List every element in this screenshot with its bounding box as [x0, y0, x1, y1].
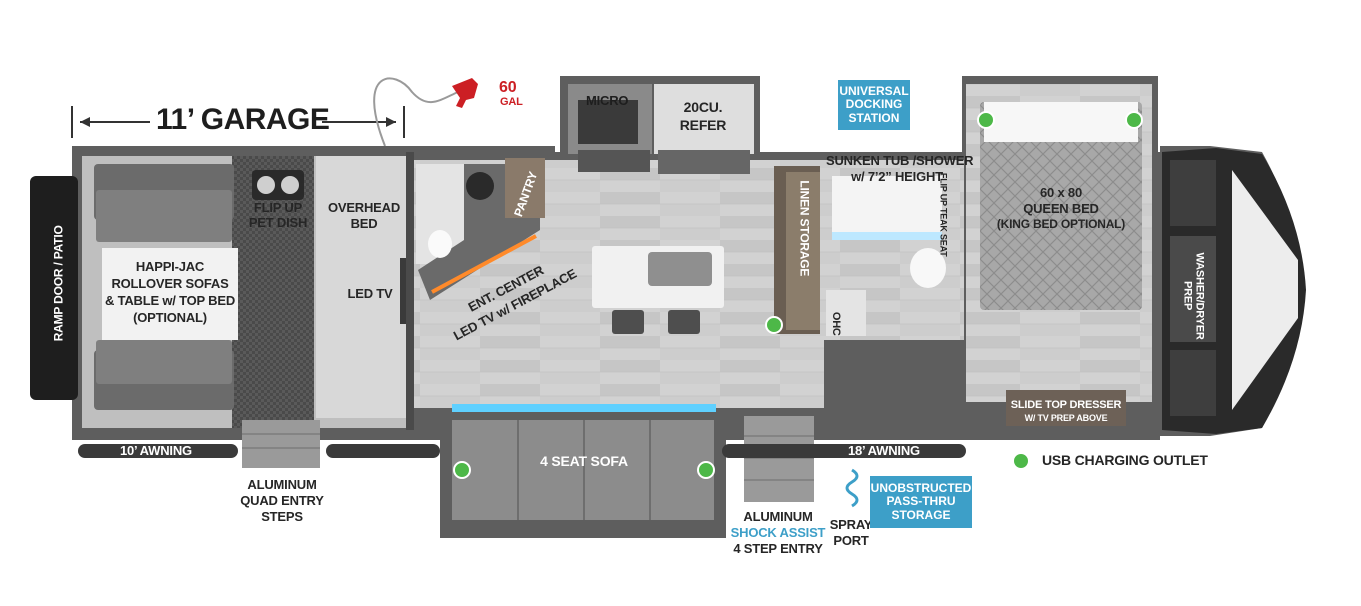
usb-legend-label: USB CHARGING OUTLET	[1042, 452, 1208, 468]
brand-logo	[1232, 170, 1298, 410]
awning-18-label: 18’ AWNING	[848, 443, 920, 458]
awning-18	[722, 444, 966, 458]
awning-10	[78, 444, 238, 458]
bed-line-3: (KING BED OPTIONAL)	[996, 217, 1126, 231]
spray-port-line-2: PORT	[833, 533, 869, 548]
usb-outlet-icon	[453, 111, 1143, 479]
tub-line-2: w/ 7’2” HEIGHT	[851, 169, 943, 184]
fuel-pump-icon	[452, 78, 478, 108]
garage-dimension-line	[71, 106, 405, 138]
quad-steps-line-2: QUAD ENTRY	[240, 493, 324, 508]
ohc-label: OHC	[829, 311, 842, 336]
sofas-line-4: (OPTIONAL)	[133, 310, 207, 325]
shock-line-2: SHOCK ASSIST	[730, 525, 826, 540]
awning-10-label: 10’ AWNING	[120, 443, 192, 458]
queen-bed	[980, 102, 1142, 310]
stool-left	[612, 310, 644, 334]
dresser-line-2: W/ TV PREP ABOVE	[1024, 413, 1108, 423]
sofas-line-2: ROLLOVER SOFAS	[111, 276, 229, 291]
shock-line-3: 4 STEP ENTRY	[733, 541, 823, 556]
washer-dryer-label: WASHER/DRYER PREP	[1182, 252, 1206, 340]
sofas-line-3: & TABLE w/ TOP BED	[104, 293, 236, 308]
ramp-door-label: RAMP DOOR / PATIO	[51, 225, 66, 342]
ramp-door	[30, 176, 78, 400]
garage-led-tv: LED TV	[347, 286, 393, 301]
refer-line-1: 20CU.	[683, 99, 723, 115]
fuel-unit: GAL	[500, 96, 523, 108]
pet-dish-line-1: FLIP UP	[253, 200, 303, 215]
overhead-bed-line-1: OVERHEAD	[327, 200, 401, 215]
refer-line-2: REFER	[679, 117, 727, 133]
shock-line-1: ALUMINUM	[743, 509, 813, 524]
spray-port-line-1: SPRAY	[829, 517, 873, 532]
quad-steps-line-3: STEPS	[261, 509, 303, 524]
stool-right	[668, 310, 700, 334]
docking-station-callout: UNIVERSAL DOCKING STATION	[838, 80, 910, 130]
sofa-label: 4 SEAT SOFA	[540, 453, 628, 469]
fuel-amount: 60	[499, 79, 517, 96]
bed-line-2: QUEEN BED	[1023, 201, 1099, 216]
garage-title: 11’ GARAGE	[156, 103, 330, 136]
sofas-line-1: HAPPI-JAC	[135, 259, 205, 274]
overhead-bed-line-2: BED	[350, 216, 378, 231]
tub-line-1: SUNKEN TUB /SHOWER	[826, 153, 974, 168]
fuel-hose	[373, 77, 459, 147]
pet-dish-line-2: PET DISH	[248, 215, 308, 230]
pass-thru-callout: UNOBSTRUCTED PASS-THRU STORAGE	[870, 476, 972, 528]
bed-line-1: 60 x 80	[1040, 185, 1082, 200]
micro-label: MICRO	[586, 93, 629, 108]
dresser-line-1: SLIDE TOP DRESSER	[1010, 399, 1122, 411]
teak-seat-label: FLIP UP TEAK SEAT	[938, 172, 949, 257]
quad-steps-line-1: ALUMINUM	[247, 477, 317, 492]
linen-storage-label: LINEN STORAGE	[797, 180, 812, 277]
